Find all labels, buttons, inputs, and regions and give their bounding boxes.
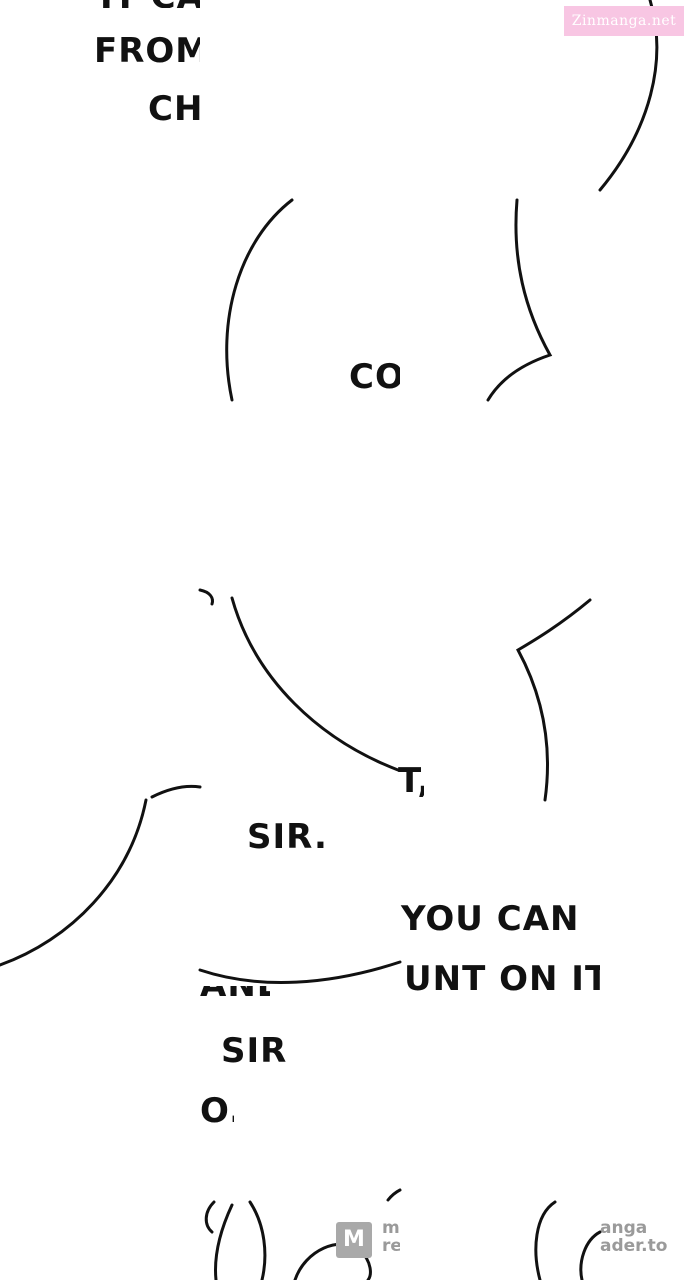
dialog-line-you-can: YOU CAN (401, 899, 580, 939)
mangareader-text-right: anga ader.to (600, 1218, 668, 1256)
dialog-line-sir: SIR (221, 1031, 288, 1071)
dialog-line-from: FROM (94, 34, 200, 68)
mangareader-text-left: m re (382, 1220, 400, 1256)
dialog-line-co: CO (349, 360, 400, 394)
dialog-line-ch: CH (148, 92, 200, 126)
dialog-line-sir-dot: SIR. (247, 817, 328, 857)
dialog-line-and-cut: AND (200, 986, 270, 1002)
site-watermark: Zinmanga.net (564, 6, 684, 36)
mangareader-logo-icon: M (336, 1222, 372, 1258)
dialog-line-t-comma: T, (398, 764, 424, 798)
watermark-text: Zinmanga.net (571, 13, 677, 29)
dialog-line-top-cut: IT CA (100, 0, 200, 8)
dialog-line-o-dot: O. (200, 1094, 234, 1128)
dialog-line-count-on: UNT ON IT (404, 962, 600, 996)
